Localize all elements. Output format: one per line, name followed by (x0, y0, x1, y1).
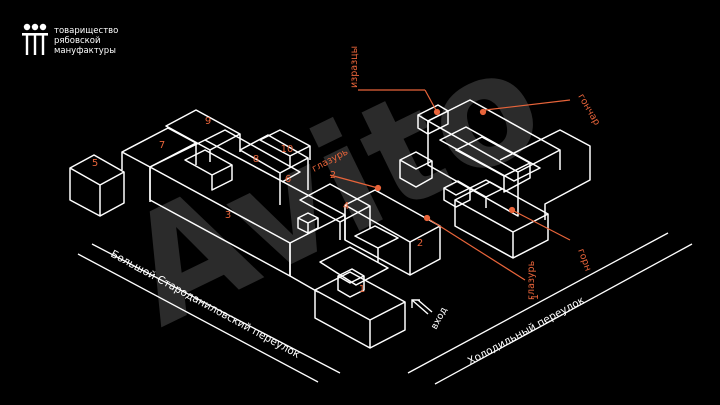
brand-name: товарищество рябовской мануфактуры (54, 26, 118, 56)
building-number-8: 8 (253, 154, 259, 165)
building-number-9: 9 (205, 116, 211, 127)
brand-line-3: мануфактуры (54, 46, 116, 56)
brand-line-1: товарищество (54, 26, 119, 36)
label-izrazcy: изразцы (349, 46, 360, 88)
street-lines (77, 232, 693, 385)
building-number-1: 1 (359, 284, 365, 295)
building-numbers: 1 2 3 4 5 6 7 8 9 10 (92, 116, 423, 295)
entrance-label: вход (429, 305, 450, 331)
building-number-4: 4 (343, 201, 349, 212)
building-number-3: 3 (225, 210, 231, 221)
label-gorn: горн (575, 247, 593, 272)
brand-line-2: рябовской (54, 36, 101, 46)
label-gonchar: гончар (575, 92, 602, 127)
building-number-5: 5 (92, 158, 98, 169)
building-number-10: 10 (281, 144, 294, 155)
street-label-right: Холодильный переулок (466, 294, 587, 367)
label-glazur2-b: 2 (330, 170, 336, 181)
entrance-arrow-icon (411, 299, 433, 315)
building-number-6: 6 (285, 174, 291, 185)
label-glazur1-a: глазурь (526, 260, 537, 300)
building-number-7: 7 (159, 140, 165, 151)
label-glazur1-b: 1 (530, 294, 541, 300)
callout-lines (329, 89, 571, 281)
building-number-2: 2 (417, 238, 423, 249)
